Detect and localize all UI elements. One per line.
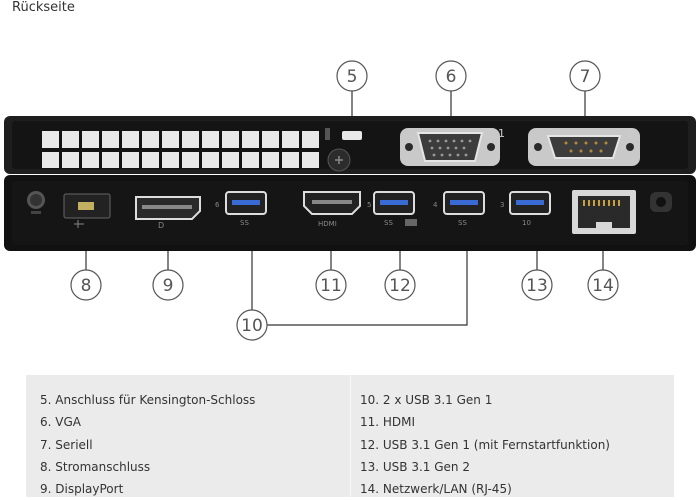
legend-divider bbox=[350, 375, 351, 497]
serial-port bbox=[528, 128, 640, 166]
serial-port-number: 2 bbox=[627, 127, 634, 140]
callout-12: 12 bbox=[389, 276, 411, 296]
callout-13: 13 bbox=[526, 276, 548, 296]
legend-item: 9. DisplayPort bbox=[40, 482, 124, 497]
usb-10-label: 10 bbox=[522, 219, 531, 227]
callout-11: 11 bbox=[320, 276, 342, 296]
callout-14: 14 bbox=[592, 276, 614, 296]
legend-item: 5. Anschluss für Kensington-Schloss bbox=[40, 393, 256, 407]
legend-item: 7. Seriell bbox=[40, 437, 93, 452]
callout-7: 7 bbox=[580, 67, 591, 87]
callout-8: 8 bbox=[81, 276, 92, 296]
legend-item: 14. Netzwerk/LAN (RJ-45) bbox=[360, 482, 512, 497]
legend-item: 10. 2 x USB 3.1 Gen 1 bbox=[360, 393, 493, 407]
kensington-lock-slot bbox=[342, 131, 362, 140]
legend-item: 11. HDMI bbox=[360, 415, 416, 430]
vga-port bbox=[400, 128, 500, 166]
rear-panel-diagram: 1 2 D 6 SS bbox=[4, 60, 696, 341]
callout-5: 5 bbox=[347, 67, 358, 87]
legend-column-right: 10. 2 x USB 3.1 Gen 1 11. HDMI 12. USB 3… bbox=[360, 389, 610, 500]
svg-text:D: D bbox=[158, 221, 164, 230]
legend-panel: 5. Anschluss für Kensington-Schloss 6. V… bbox=[26, 375, 674, 497]
callout-circles bbox=[70, 60, 619, 341]
hdmi-text: HDMI bbox=[318, 220, 337, 228]
usb-4-number: 4 bbox=[433, 201, 438, 209]
legend-item: 13. USB 3.1 Gen 2 bbox=[360, 459, 470, 474]
usb-6-number: 6 bbox=[215, 201, 220, 209]
ss-label-b: SS bbox=[384, 219, 393, 227]
ss-label: SS bbox=[240, 219, 249, 227]
chassis-top: 1 2 bbox=[4, 116, 696, 174]
legend-column-left: 5. Anschluss für Kensington-Schloss 6. V… bbox=[40, 389, 255, 500]
legend-item: 6. VGA bbox=[40, 415, 81, 430]
callout-9: 9 bbox=[163, 276, 174, 296]
chassis-bottom: D 6 SS 5 HDMI SS 4 SS 3 10 bbox=[4, 175, 696, 251]
ss-label-c: SS bbox=[458, 219, 467, 227]
usb-3-number: 3 bbox=[500, 201, 504, 209]
legend-item: 12. USB 3.1 Gen 1 (mit Fernstartfunktion… bbox=[360, 437, 610, 452]
vga-port-number: 1 bbox=[498, 127, 505, 140]
page-title: Rückseite bbox=[12, 0, 75, 15]
vent-grid bbox=[42, 131, 319, 168]
hdmi-5-number: 5 bbox=[367, 201, 371, 209]
legend-item: 8. Stromanschluss bbox=[40, 459, 151, 474]
callout-10: 10 bbox=[241, 316, 263, 336]
ethernet-port bbox=[572, 190, 636, 234]
callout-6: 6 bbox=[446, 67, 457, 87]
